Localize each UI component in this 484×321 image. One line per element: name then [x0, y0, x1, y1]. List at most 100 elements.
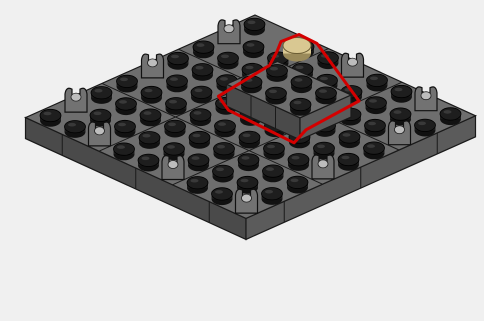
plate-stud: [214, 143, 235, 160]
plate-stud: [189, 131, 210, 148]
stud-top: [237, 176, 258, 188]
plate-stud: [367, 74, 388, 91]
stud-shine: [369, 99, 377, 103]
stud-top: [218, 52, 239, 64]
plate-stud: [190, 109, 211, 126]
stud-shine: [266, 167, 274, 171]
stud-shine: [197, 43, 205, 47]
stud-shine: [320, 77, 328, 81]
stud-top: [440, 108, 461, 120]
edge-clip: [415, 87, 437, 111]
plate-stud: [339, 131, 360, 148]
stud-shine: [217, 145, 225, 149]
stud-top: [116, 98, 137, 110]
stud-shine: [144, 111, 152, 115]
stud-top: [264, 142, 285, 154]
stud-shine: [368, 122, 376, 126]
stud-shine: [296, 66, 304, 70]
stud-shine: [367, 144, 375, 148]
stud-shine: [142, 157, 150, 161]
stud-shine: [120, 78, 128, 82]
clip-hole: [318, 160, 328, 168]
raised-plate-stud: [267, 65, 288, 82]
clip-hole: [148, 59, 158, 67]
plate-stud: [117, 75, 138, 92]
stud-top: [338, 153, 359, 165]
stud-shine: [241, 179, 249, 183]
plate-stud: [188, 154, 209, 171]
stud-shine: [167, 145, 175, 149]
stud-top: [167, 75, 188, 87]
stud-shine: [117, 145, 125, 149]
plate-stud: [192, 63, 213, 80]
stud-top: [365, 119, 386, 131]
plate-stud: [238, 154, 259, 171]
edge-clip: [142, 54, 164, 78]
stud-shine: [168, 123, 176, 127]
clip-hole: [168, 161, 178, 169]
stud-top: [191, 86, 212, 98]
stud-shine: [343, 133, 351, 137]
stud-top: [164, 143, 185, 155]
stud-top: [339, 131, 360, 143]
plate-stud: [168, 52, 189, 69]
stud-top: [243, 41, 264, 53]
stud-shine: [269, 90, 277, 94]
stud-shine: [394, 110, 402, 114]
stud-shine: [143, 134, 151, 138]
stud-top: [212, 188, 233, 200]
plate-stud: [114, 143, 135, 160]
stud-shine: [242, 156, 250, 160]
stud-top: [314, 142, 335, 154]
stud-top: [189, 131, 210, 143]
stud-shine: [370, 77, 378, 81]
clip-hole: [71, 93, 81, 101]
stud-top: [140, 109, 161, 121]
raised-plate-stud: [266, 87, 287, 104]
plate-stud: [140, 109, 161, 126]
stud-top: [239, 131, 260, 143]
stud-shine: [170, 77, 178, 81]
stud-top: [244, 18, 265, 30]
tan-round-stud: [283, 38, 311, 62]
stud-shine: [215, 190, 223, 194]
stud-shine: [243, 134, 251, 138]
stud-top: [139, 132, 160, 144]
stud-top: [90, 109, 111, 121]
stud-top: [187, 177, 208, 189]
plate-stud: [415, 119, 436, 136]
stud-top: [215, 120, 236, 132]
plate-stud: [264, 142, 285, 159]
stud-top: [238, 154, 259, 166]
stud-top: [214, 143, 235, 155]
plate-stud: [40, 109, 61, 126]
stud-shine: [192, 156, 200, 160]
stud-shine: [247, 43, 255, 47]
stud-shine: [418, 122, 426, 126]
stud-shine: [395, 88, 403, 92]
stud-shine: [292, 156, 300, 160]
plate-stud: [288, 154, 309, 171]
stud-shine: [218, 122, 226, 126]
plate-stud: [366, 97, 387, 114]
stud-shine: [196, 66, 204, 70]
stud-shine: [248, 21, 256, 25]
plate-stud: [187, 177, 208, 194]
plate-stud: [262, 188, 283, 205]
clip-hole: [95, 127, 105, 135]
stud-shine: [444, 110, 452, 114]
plate-stud: [338, 153, 359, 170]
stud-shine: [291, 179, 299, 183]
stud-top: [262, 188, 283, 200]
stud-top: [115, 120, 136, 132]
plate-stud: [167, 75, 188, 92]
edge-clip: [218, 20, 240, 44]
plate-stud: [193, 41, 214, 58]
plate-stud: [391, 85, 412, 102]
raised-plate-stud: [241, 76, 262, 93]
stud-shine: [195, 89, 203, 93]
stud-shine: [221, 55, 229, 59]
stud-shine: [265, 190, 273, 194]
stud-shine: [191, 179, 199, 183]
plate-stud: [138, 154, 159, 171]
